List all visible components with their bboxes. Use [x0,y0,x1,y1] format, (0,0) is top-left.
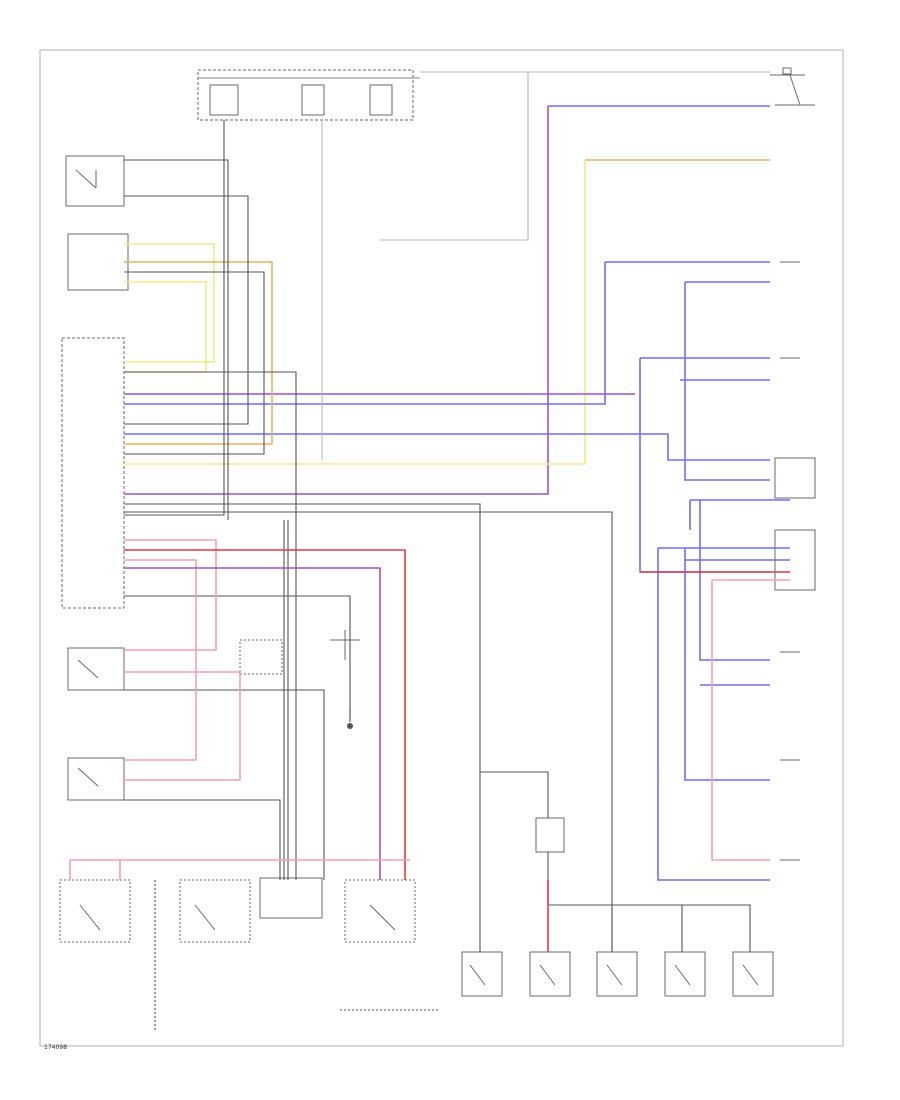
wire-gray-vertical-4 [124,371,297,880]
wire-pink-3 [124,671,241,781]
key-cylinder-switch [67,233,129,291]
fuse-box-top [197,69,420,121]
door-lock-switches-right [774,261,816,861]
wire-yellow-left [124,243,215,373]
wire-blue-trunk-right [657,500,770,881]
wire-blue-mid-2 [684,281,770,481]
relay-unit [239,630,360,675]
door-lock-actuator-row-left [59,877,416,943]
wire-yellow-long [124,160,586,465]
ground-symbol-center [347,708,353,729]
wire-blue-trunk-3 [689,499,790,530]
wire-blue-mid-1 [124,261,770,405]
ignition-switch [770,67,815,106]
wire-lightgray-top [380,71,770,241]
wire-blue-4 [124,433,770,461]
wire-gray-vertical-2 [124,159,229,520]
door-lock-knob-switch-front-left [67,647,125,691]
wire-purple-vertical [124,106,549,495]
wire-gray-vertical-1 [124,120,225,516]
door-lock-actuator-row-right [461,951,774,997]
door-lock-relay-bottom [535,817,565,853]
door-lock-switch-driver [65,155,125,207]
wire-gray-vertical-10 [283,520,289,880]
body-control-module [61,337,125,609]
wire-gray-bottom-right-2 [611,905,683,952]
wire-dashed-ground [154,880,440,1030]
wire-orange-left [124,261,273,445]
wire-gray-vertical-8 [124,689,325,880]
wire-purple-3 [124,567,381,880]
wire-red-1 [124,549,406,880]
wire-red-right [711,579,790,861]
wire-gray-left-1 [124,271,265,455]
wire-blue-trunk-2 [658,547,790,561]
diagram-frame [39,49,844,1047]
wire-gray-vertical-7 [124,595,351,710]
wire-gray-vertical-3 [124,195,249,425]
door-lock-knob-switch-front-right [67,757,125,801]
wire-pink-2 [124,559,197,761]
wire-pink-1 [124,539,217,651]
diagram-id: 174098 [44,1044,67,1051]
wire-gray-bottom-right [480,771,751,952]
wire-blue-mid-3 [639,357,770,573]
wire-pink-bottom [69,859,410,880]
wire-gray-vertical-5 [124,503,481,952]
wire-gray-vertical-9 [124,799,281,880]
wire-gray-vertical-6 [124,511,613,952]
